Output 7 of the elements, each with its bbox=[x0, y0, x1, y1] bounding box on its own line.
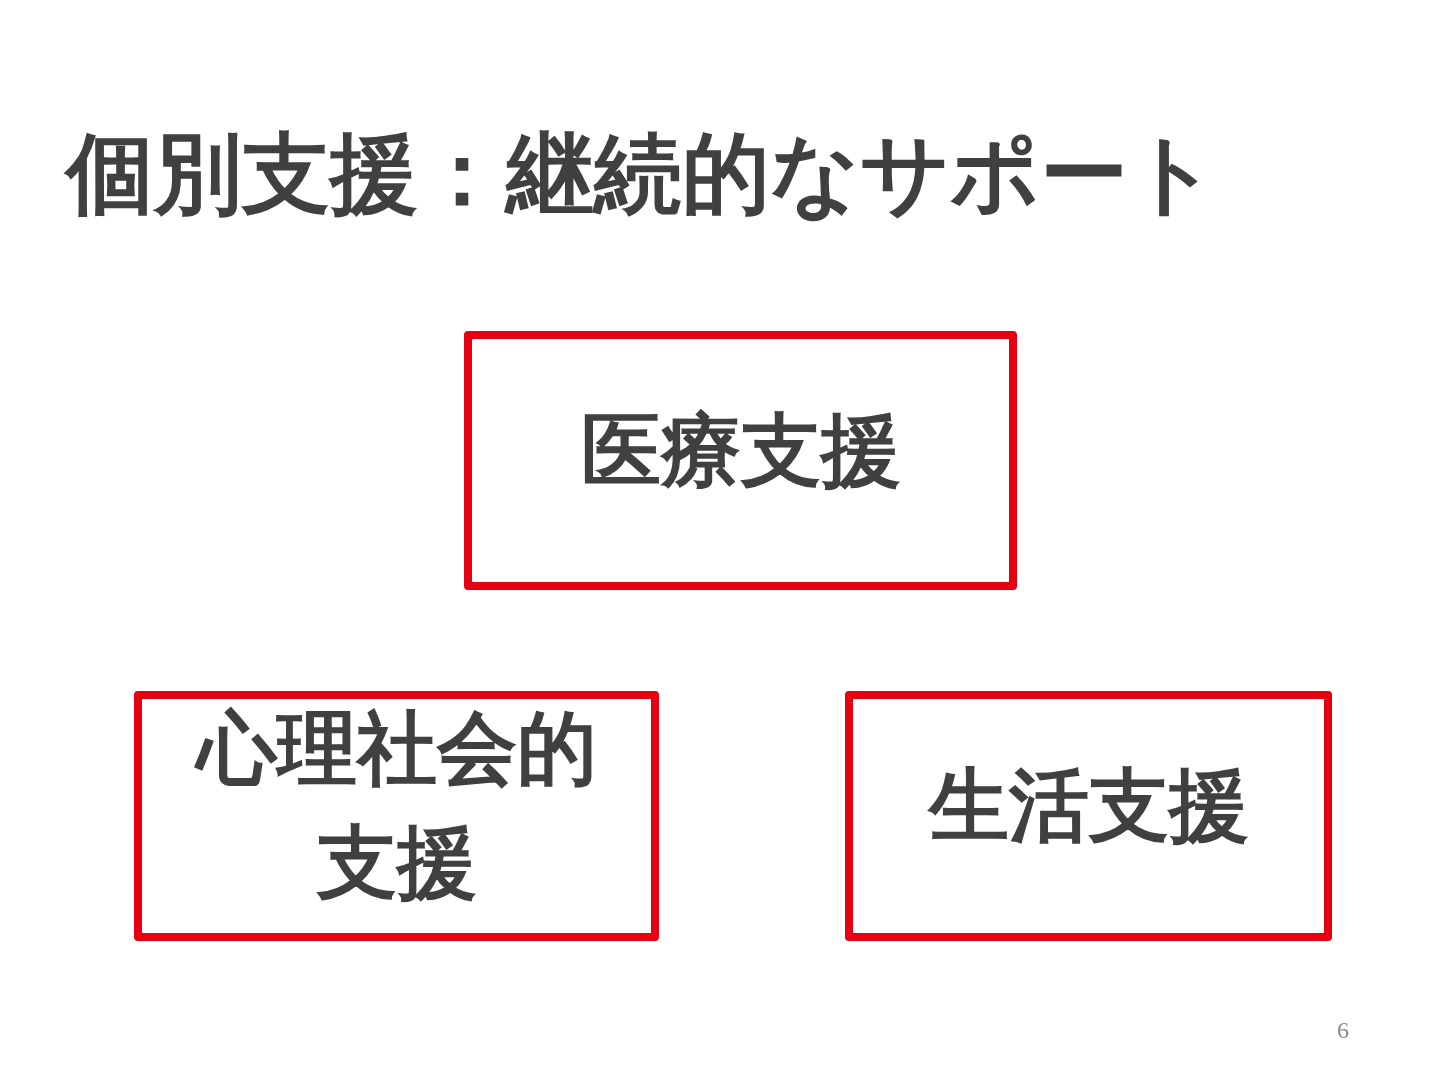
support-box bbox=[134, 691, 659, 941]
box-label: 医療支援 bbox=[580, 402, 901, 499]
page-number: 6 bbox=[1337, 1018, 1349, 1042]
box-label: 心理社会的支援 bbox=[193, 701, 598, 911]
support-box bbox=[464, 331, 1017, 590]
box-label: 生活支援 bbox=[928, 758, 1249, 855]
support-box bbox=[845, 691, 1332, 941]
